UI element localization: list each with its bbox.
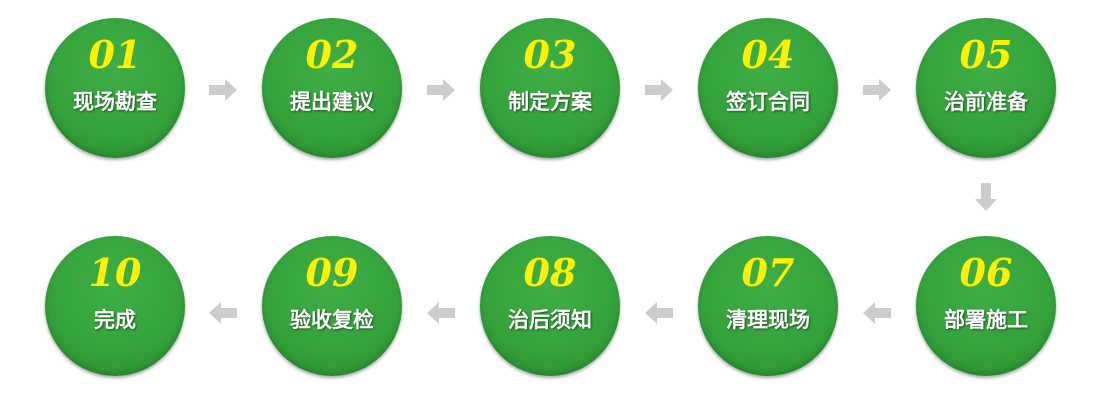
step-08: 08 治后须知 bbox=[480, 236, 620, 376]
step-label: 签订合同 bbox=[726, 90, 810, 114]
arrow-icon bbox=[209, 79, 237, 101]
step-03: 03 制定方案 bbox=[480, 18, 620, 158]
step-number: 03 bbox=[523, 32, 577, 77]
step-label: 部署施工 bbox=[944, 308, 1028, 332]
step-label: 清理现场 bbox=[726, 308, 810, 332]
step-04: 04 签订合同 bbox=[698, 18, 838, 158]
step-label: 提出建议 bbox=[290, 90, 374, 114]
step-number: 05 bbox=[959, 32, 1013, 77]
step-07: 07 清理现场 bbox=[698, 236, 838, 376]
step-label: 制定方案 bbox=[508, 90, 592, 114]
arrow-icon bbox=[863, 302, 891, 324]
step-label: 治后须知 bbox=[508, 308, 592, 332]
step-number: 06 bbox=[959, 250, 1013, 295]
arrow-icon bbox=[975, 183, 997, 211]
arrow-icon bbox=[645, 79, 673, 101]
step-05: 05 治前准备 bbox=[916, 18, 1056, 158]
step-06: 06 部署施工 bbox=[916, 236, 1056, 376]
step-number: 07 bbox=[741, 250, 795, 295]
step-label: 现场勘查 bbox=[73, 90, 157, 114]
arrow-icon bbox=[209, 302, 237, 324]
step-09: 09 验收复检 bbox=[262, 236, 402, 376]
step-02: 02 提出建议 bbox=[262, 18, 402, 158]
step-label: 验收复检 bbox=[290, 308, 374, 332]
step-number: 02 bbox=[305, 32, 359, 77]
step-number: 10 bbox=[88, 250, 142, 295]
step-10: 10 完成 bbox=[45, 236, 185, 376]
arrow-icon bbox=[863, 79, 891, 101]
arrow-icon bbox=[427, 79, 455, 101]
step-number: 04 bbox=[741, 32, 795, 77]
arrow-icon bbox=[645, 302, 673, 324]
step-label: 完成 bbox=[94, 308, 136, 332]
arrow-icon bbox=[427, 302, 455, 324]
step-01: 01 现场勘查 bbox=[45, 18, 185, 158]
step-number: 01 bbox=[88, 32, 142, 77]
step-label: 治前准备 bbox=[944, 90, 1028, 114]
step-number: 09 bbox=[305, 250, 359, 295]
step-number: 08 bbox=[523, 250, 577, 295]
